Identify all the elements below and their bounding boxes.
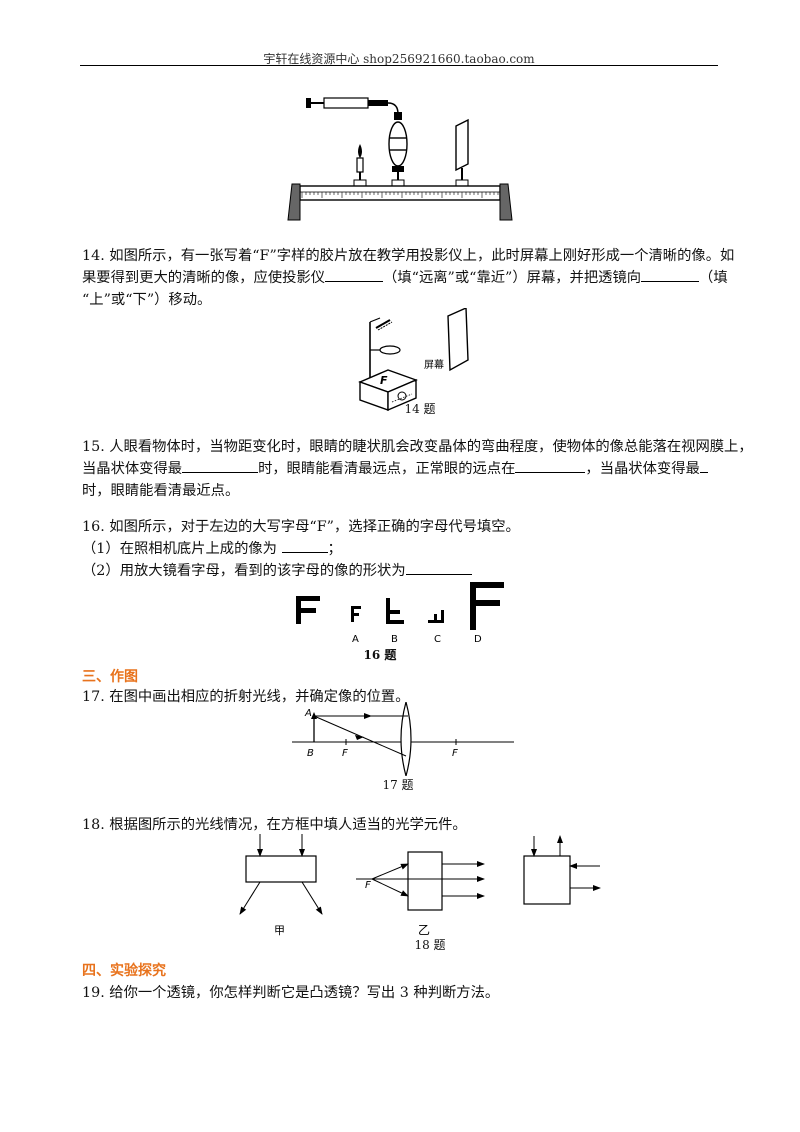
box-third (523, 835, 601, 905)
option-b-label: B (391, 634, 398, 645)
q15-text-b: 时，眼睛能看清最远点，正常眼的远点在 (258, 461, 516, 477)
q16-caption: 16 题 (363, 648, 397, 662)
q15-blank-1 (182, 458, 259, 473)
projector-letter-f: F (380, 374, 388, 387)
label-yi: 乙 (418, 923, 430, 937)
original-f (296, 596, 320, 624)
option-a-label: A (352, 634, 359, 645)
q17-line-1: 17. 在图中画出相应的折射光线，并确定像的位置。 (82, 689, 410, 705)
box-yi: F (356, 851, 485, 911)
label-jia: 甲 (274, 924, 285, 937)
q16-line-3: （2）用放大镜看字母，看到的该字母的像的形状为 (82, 560, 722, 582)
question-14: 14. 如图所示，有一张写着“F”字样的胶片放在教学用投影仪上，此时屏幕上刚好形… (82, 245, 735, 311)
q16-line-1: 16. 如图所示，对于左边的大写字母“F”，选择正确的字母代号填空。 (82, 519, 520, 535)
label-a: A (304, 708, 312, 719)
q14-line-1: 14. 如图所示，有一张写着“F”字样的胶片放在教学用投影仪上，此时屏幕上刚好形… (82, 248, 735, 264)
box-jia (239, 834, 323, 915)
q15-text-a: 当晶状体变得最 (82, 461, 183, 477)
q16-blank-2 (405, 560, 472, 575)
optical-boxes-figure: F 甲 乙 (239, 834, 601, 937)
convex-lens-figure: A B F F (292, 702, 514, 776)
q15-blank-3 (699, 458, 708, 473)
q14-blank-1 (325, 267, 384, 282)
optical-bench-figure (287, 97, 513, 221)
question-18: 18. 根据图所示的光线情况，在方框中填人适当的光学元件。 (82, 814, 722, 836)
question-15: 15. 人眼看物体时，当物距变化时，眼睛的睫状肌会改变晶体的弯曲程度，使物体的像… (82, 436, 753, 502)
label-f-yi: F (365, 880, 371, 891)
q14-caption: 14 题 (404, 402, 436, 416)
question-17: 17. 在图中画出相应的折射光线，并确定像的位置。 (82, 686, 722, 708)
letter-f-figure: A B C D (296, 582, 504, 645)
q19-line-1: 19. 给你一个透镜，你怎样判断它是凸透镜？写出 3 种判断方法。 (82, 985, 500, 1001)
q15-blank-2 (515, 458, 586, 473)
q16-text-b: ； (327, 541, 342, 557)
screen-label: 屏幕 (424, 358, 444, 371)
question-16: 16. 如图所示，对于左边的大写字母“F”，选择正确的字母代号填空。 （1）在照… (82, 516, 722, 582)
q16-blank-1 (281, 538, 328, 553)
q18-caption: 18 题 (414, 938, 446, 952)
option-d-label: D (474, 634, 482, 645)
section-3-title: 三、作图 (82, 669, 138, 685)
q14-text-a: 果要得到更大的清晰的像，应使投影仪 (82, 270, 326, 286)
q16-text-a: （1）在照相机底片上成的像为 (82, 541, 282, 557)
option-c-label: C (434, 634, 441, 645)
q15-line-3: 时，眼睛能看清最近点。 (82, 483, 240, 499)
q15-line-1: 15. 人眼看物体时，当物距变化时，眼睛的睫状肌会改变晶体的弯曲程度，使物体的像… (82, 439, 753, 455)
header-rule (80, 65, 718, 66)
label-f-left: F (342, 748, 348, 759)
projector-figure: F 屏幕 (358, 308, 469, 412)
q14-line-3: “上”或“下”）移动。 (82, 292, 212, 308)
option-a-shape (351, 606, 361, 622)
label-b: B (307, 748, 314, 759)
q14-text-b: （填“远离”或“靠近”）屏幕，并把透镜向 (383, 270, 642, 286)
q14-text-c: （填 (699, 270, 728, 286)
q15-text-c: ，当晶状体变得最 (585, 461, 700, 477)
page-header: 宇轩在线资源中心 shop256921660.taobao.com (263, 52, 535, 66)
section-4-title: 四、实验探究 (82, 963, 166, 979)
option-b-shape (386, 598, 404, 624)
q16-line-2: （1）在照相机底片上成的像为 ； (82, 538, 722, 560)
q14-line-2: 果要得到更大的清晰的像，应使投影仪 （填“远离”或“靠近”）屏幕，并把透镜向 （填 (82, 267, 728, 289)
option-d-shape (470, 582, 504, 630)
q16-text-c: （2）用放大镜看字母，看到的该字母的像的形状为 (82, 563, 406, 579)
label-f-right: F (452, 748, 458, 759)
q17-caption: 17 题 (382, 778, 414, 792)
option-c-shape (428, 610, 444, 623)
q18-line-1: 18. 根据图所示的光线情况，在方框中填人适当的光学元件。 (82, 817, 467, 833)
q15-line-2: 当晶状体变得最 时，眼睛能看清最远点，正常眼的远点在 ，当晶状体变得最 (82, 458, 722, 480)
q14-blank-2 (641, 267, 700, 282)
question-19: 19. 给你一个透镜，你怎样判断它是凸透镜？写出 3 种判断方法。 (82, 982, 722, 1004)
